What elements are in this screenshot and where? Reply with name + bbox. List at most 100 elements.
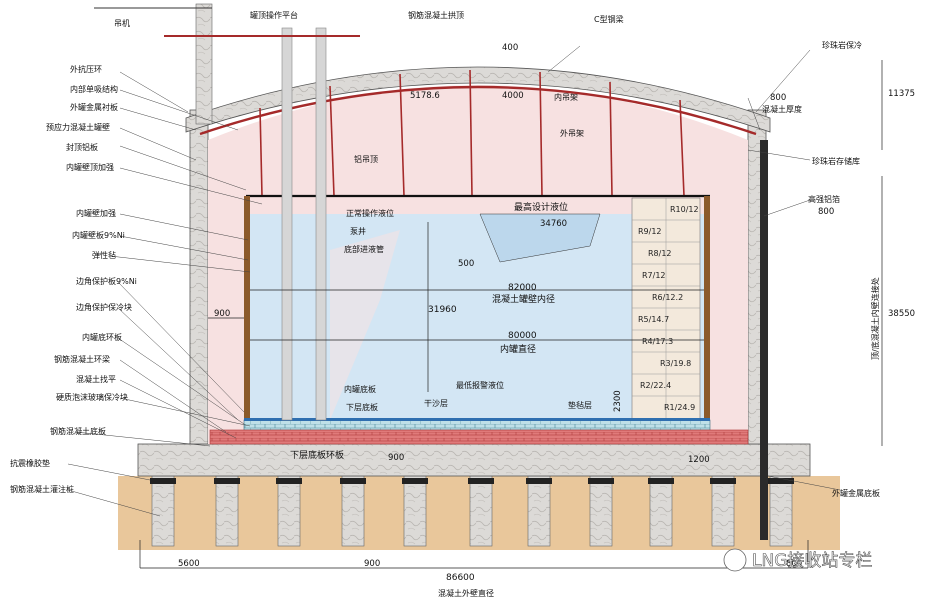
dim-900-left: 900 xyxy=(214,309,230,319)
pile-8 xyxy=(589,475,613,547)
watermark: LNG接收站专栏 xyxy=(752,551,872,571)
label-min-level: 最低报警液位 xyxy=(456,380,504,390)
label-max-design-level: 最高设计液位 xyxy=(514,201,568,213)
label-c-beam: C型钢梁 xyxy=(594,14,624,24)
label-inner-stiffener: 内罐壁加强 xyxy=(76,208,116,218)
dim-82000: 82000 xyxy=(508,283,537,293)
inner-wall-right xyxy=(704,196,710,424)
label-inner-dia: 内罐直径 xyxy=(500,343,536,355)
label-inner-top-stiffener: 内罐壁顶加强 xyxy=(66,162,114,172)
rc-base-slab xyxy=(137,443,811,477)
dim-800-br: 800 xyxy=(786,559,802,569)
label-corner-protect-ni: 边角保护板9%Ni xyxy=(76,276,137,286)
label-perlite-insulation: 珍珠岩保冷 xyxy=(822,40,862,50)
pump-well-pipe-1 xyxy=(281,27,293,421)
concrete-dome xyxy=(185,66,771,133)
pile-9 xyxy=(649,475,673,547)
label-rc-base: 钢筋混凝土底板 xyxy=(50,426,106,436)
label-pile: 钢筋混凝土灌注桩 xyxy=(10,484,74,494)
brick-label-1: R10/12 xyxy=(670,205,699,214)
label-foam-glass: 硬质泡沫玻璃保冷块 xyxy=(56,392,128,402)
label-anti-seismic: 抗震橡胶垫 xyxy=(10,458,50,468)
pile-4 xyxy=(341,475,365,547)
dome-liner xyxy=(199,85,757,136)
label-top-to-bottom: 顶/底混凝土内壁连接处 xyxy=(870,277,880,360)
dim-34760: 34760 xyxy=(540,219,567,229)
label-concrete-thickness: 混凝土厚度 xyxy=(762,104,802,114)
pile-5 xyxy=(403,475,427,547)
foam-glass-layer xyxy=(243,419,711,431)
label-inner-support: 内部单吸结构 xyxy=(70,84,118,94)
label-elastic-felt: 弹性毡 xyxy=(92,250,116,260)
hanger-rods xyxy=(259,69,685,197)
brick-label-10: R1/24.9 xyxy=(664,403,695,412)
crane-column xyxy=(195,3,213,125)
dim-80000: 80000 xyxy=(508,331,537,341)
label-crane: 吊机 xyxy=(114,18,130,28)
label-outer-ring: 外抗压环 xyxy=(70,64,102,74)
ring-beam-layer xyxy=(209,429,749,445)
dim-800-right: 800 xyxy=(818,207,834,217)
inner-wall-left xyxy=(244,196,250,424)
outer-wall-left xyxy=(189,109,209,445)
label-normal-level: 正常操作液位 xyxy=(346,208,394,218)
dim-31960: 31960 xyxy=(428,305,457,315)
anti-seismic-pads xyxy=(150,478,794,484)
label-concrete-dome: 钢筋混凝土拱顶 xyxy=(408,10,464,20)
brick-label-5: R6/12.2 xyxy=(652,293,683,302)
label-perlite-storage: 珍珠岩存储库 xyxy=(812,156,860,166)
dim-500: 500 xyxy=(458,259,474,269)
pile-7 xyxy=(527,475,551,547)
inner-bottom-plate xyxy=(244,418,710,421)
dimension-lines xyxy=(139,60,883,569)
label-inner-bottom: 内罐底板 xyxy=(344,384,376,394)
dim-900-pile: 900 xyxy=(364,559,380,569)
brick-label-3: R8/12 xyxy=(648,249,672,258)
piles xyxy=(151,475,793,547)
dim-400: 400 xyxy=(502,43,518,53)
label-lower-annular: 下层底板环板 xyxy=(290,449,344,461)
label-leveling: 混凝土找平 xyxy=(76,374,116,384)
brick-label-7: R4/17.3 xyxy=(642,337,673,346)
pile-10 xyxy=(711,475,735,547)
outer-steel-liner-right xyxy=(760,140,768,540)
label-seal-plate: 封顶铝板 xyxy=(66,142,98,152)
label-bottom-inlet: 底部进液管 xyxy=(344,244,384,254)
dim-4000: 4000 xyxy=(502,91,524,101)
label-outer-hanger: 外吊架 xyxy=(560,128,584,138)
dim-5600: 5600 xyxy=(178,559,200,569)
label-high-strength-al: 高强铝箔 xyxy=(808,194,840,204)
pile-3 xyxy=(277,475,301,547)
label-cushion: 垫毡层 xyxy=(568,400,592,410)
label-al-ceiling: 铝吊顶 xyxy=(354,154,378,164)
pile-11 xyxy=(769,475,793,547)
brick-label-9: R2/22.4 xyxy=(640,381,671,390)
label-corner-cold-block: 边角保护保冷块 xyxy=(76,302,132,312)
brick-label-4: R7/12 xyxy=(642,271,666,280)
brick-label-2: R9/12 xyxy=(638,227,662,236)
label-inner-annular: 内罐底环板 xyxy=(82,332,122,342)
dim-1200: 1200 xyxy=(688,455,710,465)
liquid-highlight xyxy=(330,230,400,420)
brick-label-8: R3/19.8 xyxy=(660,359,691,368)
label-inner-hanger: 内吊架 xyxy=(554,92,578,102)
label-dry-sand: 干沙层 xyxy=(424,399,448,408)
pile-6 xyxy=(469,475,493,547)
dim-900-bottom: 900 xyxy=(388,453,404,463)
wechat-icon xyxy=(723,548,747,572)
pump-well-pipe-2 xyxy=(315,27,327,421)
dim-800-top: 800 xyxy=(770,93,786,103)
max-level-region xyxy=(479,213,601,263)
leader-lines-right xyxy=(547,45,841,491)
pile-2 xyxy=(215,475,239,547)
label-outer-wall-dia: 混凝土外壁直径 xyxy=(438,588,494,598)
label-ring-beam: 钢筋混凝土环梁 xyxy=(54,354,110,364)
label-lower-bottom: 下层底板 xyxy=(346,402,378,412)
label-roof-platform: 罐顶操作平台 xyxy=(250,10,298,20)
label-pump-well: 泵井 xyxy=(350,226,366,236)
leader-lines-left xyxy=(67,71,263,517)
label-prestressed-wall: 预应力混凝土罐壁 xyxy=(46,122,110,132)
brick-label-6: R5/14.7 xyxy=(638,315,669,324)
